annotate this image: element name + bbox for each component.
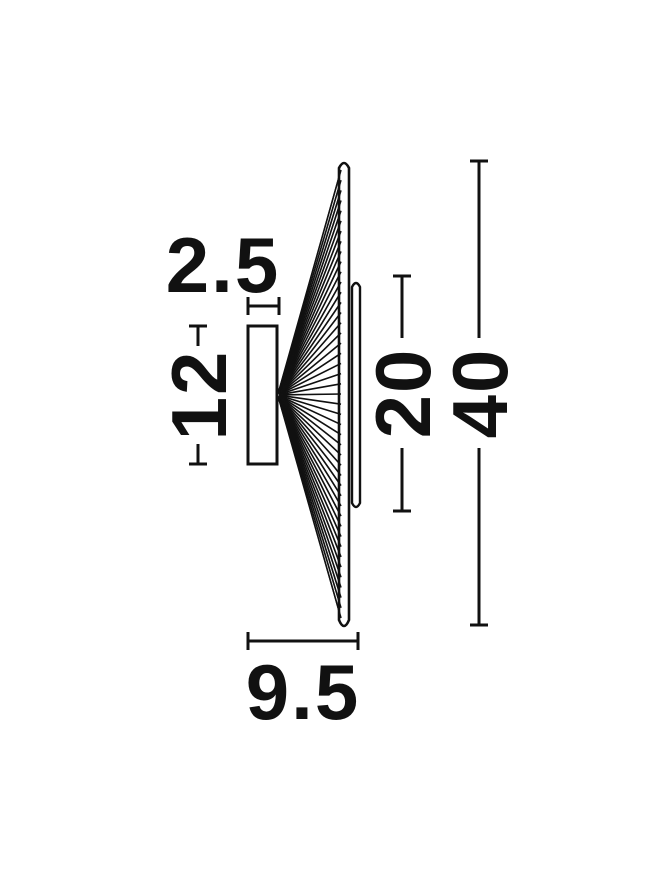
fan-rib-inner <box>280 195 340 386</box>
outer-diameter-label: 40 <box>436 348 524 439</box>
fan-rib-inner <box>280 175 340 385</box>
dimension-depth: 9.5 <box>246 632 360 736</box>
fan-rib-inner <box>280 400 340 504</box>
fan-rib-inner <box>280 405 340 603</box>
mount-plate <box>246 324 279 466</box>
fan-rib-inner <box>280 393 340 396</box>
fan-rib-inner <box>280 402 340 553</box>
fan-rib-inner <box>280 314 340 392</box>
fan-rib-inner <box>280 404 340 593</box>
fan-rib-inner <box>280 334 340 393</box>
fan-rib-inner <box>280 344 340 393</box>
fan-rib-inner <box>280 396 340 435</box>
fan-ribs <box>278 169 342 619</box>
fan-rib-inner <box>280 398 340 474</box>
outer-disc-rim <box>337 161 351 628</box>
fan-rib-inner <box>280 405 340 613</box>
fan-rib-inner <box>280 395 340 405</box>
fan-rib-inner <box>280 225 340 387</box>
depth-label: 9.5 <box>246 648 360 736</box>
fan-rib-inner <box>280 304 340 391</box>
fan-rib-inner <box>280 215 340 387</box>
inner-disc-rim <box>350 281 362 509</box>
fan-rib-inner <box>280 185 340 385</box>
fan-rib-inner <box>280 353 340 394</box>
fan-rib-inner <box>280 284 340 390</box>
fan-rib-inner <box>280 363 340 394</box>
top-width-label: 2.5 <box>166 221 280 309</box>
fan-rib-inner <box>280 373 340 395</box>
fan-rib-inner <box>280 235 340 388</box>
fan-rib-inner <box>280 274 340 390</box>
dimension-inner-diameter: 20 <box>359 274 447 513</box>
fan-rib-inner <box>280 401 340 533</box>
dimension-top-width: 2.5 <box>166 221 281 315</box>
fan-rib-inner <box>280 398 340 464</box>
fan-rib-inner <box>280 264 340 389</box>
fan-rib-inner <box>280 397 340 454</box>
fan-rib-inner <box>280 205 340 386</box>
fan-rib-inner <box>280 400 340 514</box>
fan-rib-inner <box>280 401 340 524</box>
fan-rib-inner <box>280 383 340 395</box>
fan-rib-inner <box>280 324 340 392</box>
fan-rib-inner <box>280 399 340 494</box>
fan-rib-inner <box>280 399 340 484</box>
back-height-label: 12 <box>155 350 243 441</box>
fan-rib-inner <box>280 403 340 563</box>
fan-rib-inner <box>280 245 340 388</box>
fan-rib-inner <box>280 397 340 444</box>
dimension-outer-diameter: 40 <box>436 159 524 627</box>
fan-rib-inner <box>280 404 340 583</box>
fan-rib-inner <box>280 294 340 391</box>
fan-rib-inner <box>280 255 340 389</box>
fan-rib-inner <box>280 403 340 573</box>
fan-rib-inner <box>280 396 340 425</box>
fan-rib-inner <box>280 402 340 543</box>
inner-diameter-label: 20 <box>359 348 447 439</box>
dimension-back-height: 12 <box>155 324 243 466</box>
fan-rib-inner <box>280 395 340 415</box>
